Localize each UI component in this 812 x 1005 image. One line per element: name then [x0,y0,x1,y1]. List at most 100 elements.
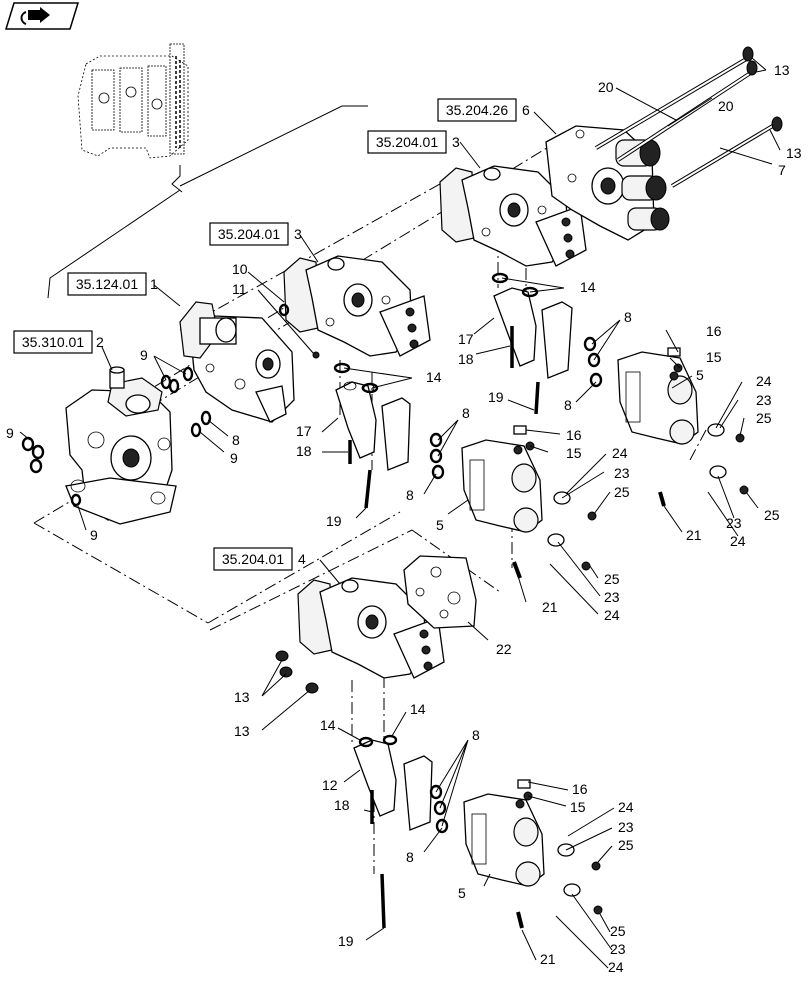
bracket-12-low[interactable] [353,734,433,831]
callout-21: 21 [542,599,558,615]
callout-23: 23 [756,392,772,408]
callout-labels: 2 1 3 3 6 4 20 20 13 13 7 10 11 9 9 9 9 … [6,62,802,975]
callout-8: 8 [564,397,572,413]
callout-4: 4 [298,551,306,567]
callout-25: 25 [614,484,630,500]
reference-label: 35.124.01 [76,276,138,292]
callout-3: 3 [452,134,460,150]
reference-35-204-26[interactable]: 35.204.26 [437,98,517,122]
callout-23: 23 [610,941,626,957]
nuts-13[interactable] [275,650,319,694]
callout-15: 15 [706,349,722,365]
callout-25: 25 [764,507,780,523]
callout-25: 25 [610,923,626,939]
callout-18: 18 [334,797,350,813]
part-5-housing-b[interactable] [617,351,699,507]
reference-label: 35.204.01 [376,134,438,150]
reference-label: 35.204.01 [222,551,284,567]
callout-8: 8 [232,432,240,448]
callout-24: 24 [604,607,620,623]
callout-22: 22 [496,641,512,657]
callout-24: 24 [608,959,624,975]
callout-21: 21 [686,527,702,543]
reference-35-204-01-c[interactable]: 35.204.01 [213,547,293,571]
reference-35-204-01-b[interactable]: 35.204.01 [367,130,447,154]
callout-16: 16 [706,323,722,339]
caps-23-25[interactable] [547,423,749,915]
callout-23: 23 [618,819,634,835]
callout-5: 5 [696,367,704,383]
callout-23: 23 [604,589,620,605]
callout-9: 9 [90,527,98,543]
callout-20: 20 [598,79,614,95]
part-3-valve-section-top[interactable] [439,165,587,267]
callout-14: 14 [580,279,596,295]
callout-8: 8 [406,849,414,865]
callout-11: 11 [232,281,247,297]
callout-13: 13 [786,145,802,161]
callout-7: 7 [778,162,786,178]
reference-label: 35.310.01 [22,334,84,350]
callout-19: 19 [488,389,504,405]
part-5-housing-a[interactable] [461,439,543,579]
reference-35-310-01[interactable]: 35.310.01 [13,330,93,354]
callout-20: 20 [718,98,734,114]
callout-3: 3 [294,226,302,242]
callout-25: 25 [756,410,772,426]
callout-13: 13 [234,689,250,705]
bracket-17-mid[interactable] [335,381,411,471]
callout-23: 23 [614,465,630,481]
part-5-housing-c[interactable] [463,793,545,929]
callout-25: 25 [618,837,634,853]
callout-21: 21 [540,951,556,967]
callout-24: 24 [756,373,772,389]
callout-9: 9 [140,347,148,363]
valve-assembly-thumbnail[interactable] [77,43,200,160]
reference-35-204-01-a[interactable]: 35.204.01 [209,222,289,246]
leader-lines [19,57,781,969]
callout-17: 17 [296,423,312,439]
bolts-18-19[interactable] [348,326,540,929]
part-1-valve-section[interactable] [179,301,295,423]
callout-14: 14 [410,701,426,717]
callout-19: 19 [338,933,354,949]
callout-18: 18 [458,351,474,367]
callout-13: 13 [774,62,790,78]
part-2-end-cover[interactable] [65,366,177,525]
screws-16-nuts-15[interactable] [513,347,683,801]
reference-35-124-01[interactable]: 35.124.01 [67,272,147,296]
book-arrow-icon[interactable] [4,2,80,30]
callout-5: 5 [436,517,444,533]
part-4-valve-section[interactable] [297,577,445,679]
callout-13: 13 [234,723,250,739]
part-22-plate[interactable] [403,555,477,629]
callout-14: 14 [426,369,442,385]
callout-8: 8 [406,487,414,503]
callout-14: 14 [320,717,336,733]
bracket-17-top[interactable] [493,287,573,379]
callout-1: 1 [150,276,158,292]
callout-16: 16 [572,781,588,797]
callout-24: 24 [618,799,634,815]
callout-8: 8 [472,727,480,743]
callout-15: 15 [566,445,582,461]
callout-24: 24 [612,445,628,461]
callout-25: 25 [604,571,620,587]
callout-23: 23 [726,515,742,531]
reference-label: 35.204.26 [446,102,508,118]
callout-16: 16 [566,427,582,443]
callout-17: 17 [458,331,474,347]
callout-6: 6 [522,102,530,118]
callout-15: 15 [570,799,586,815]
callout-5: 5 [458,885,466,901]
callout-8: 8 [624,309,632,325]
part-3-valve-section-mid[interactable] [283,255,431,357]
callout-8: 8 [462,405,470,421]
callout-12: 12 [322,777,338,793]
callout-2: 2 [96,334,104,350]
callout-19: 19 [326,513,342,529]
tie-rods[interactable] [594,46,783,188]
o-rings[interactable] [21,272,603,834]
reference-label: 35.204.01 [218,226,280,242]
